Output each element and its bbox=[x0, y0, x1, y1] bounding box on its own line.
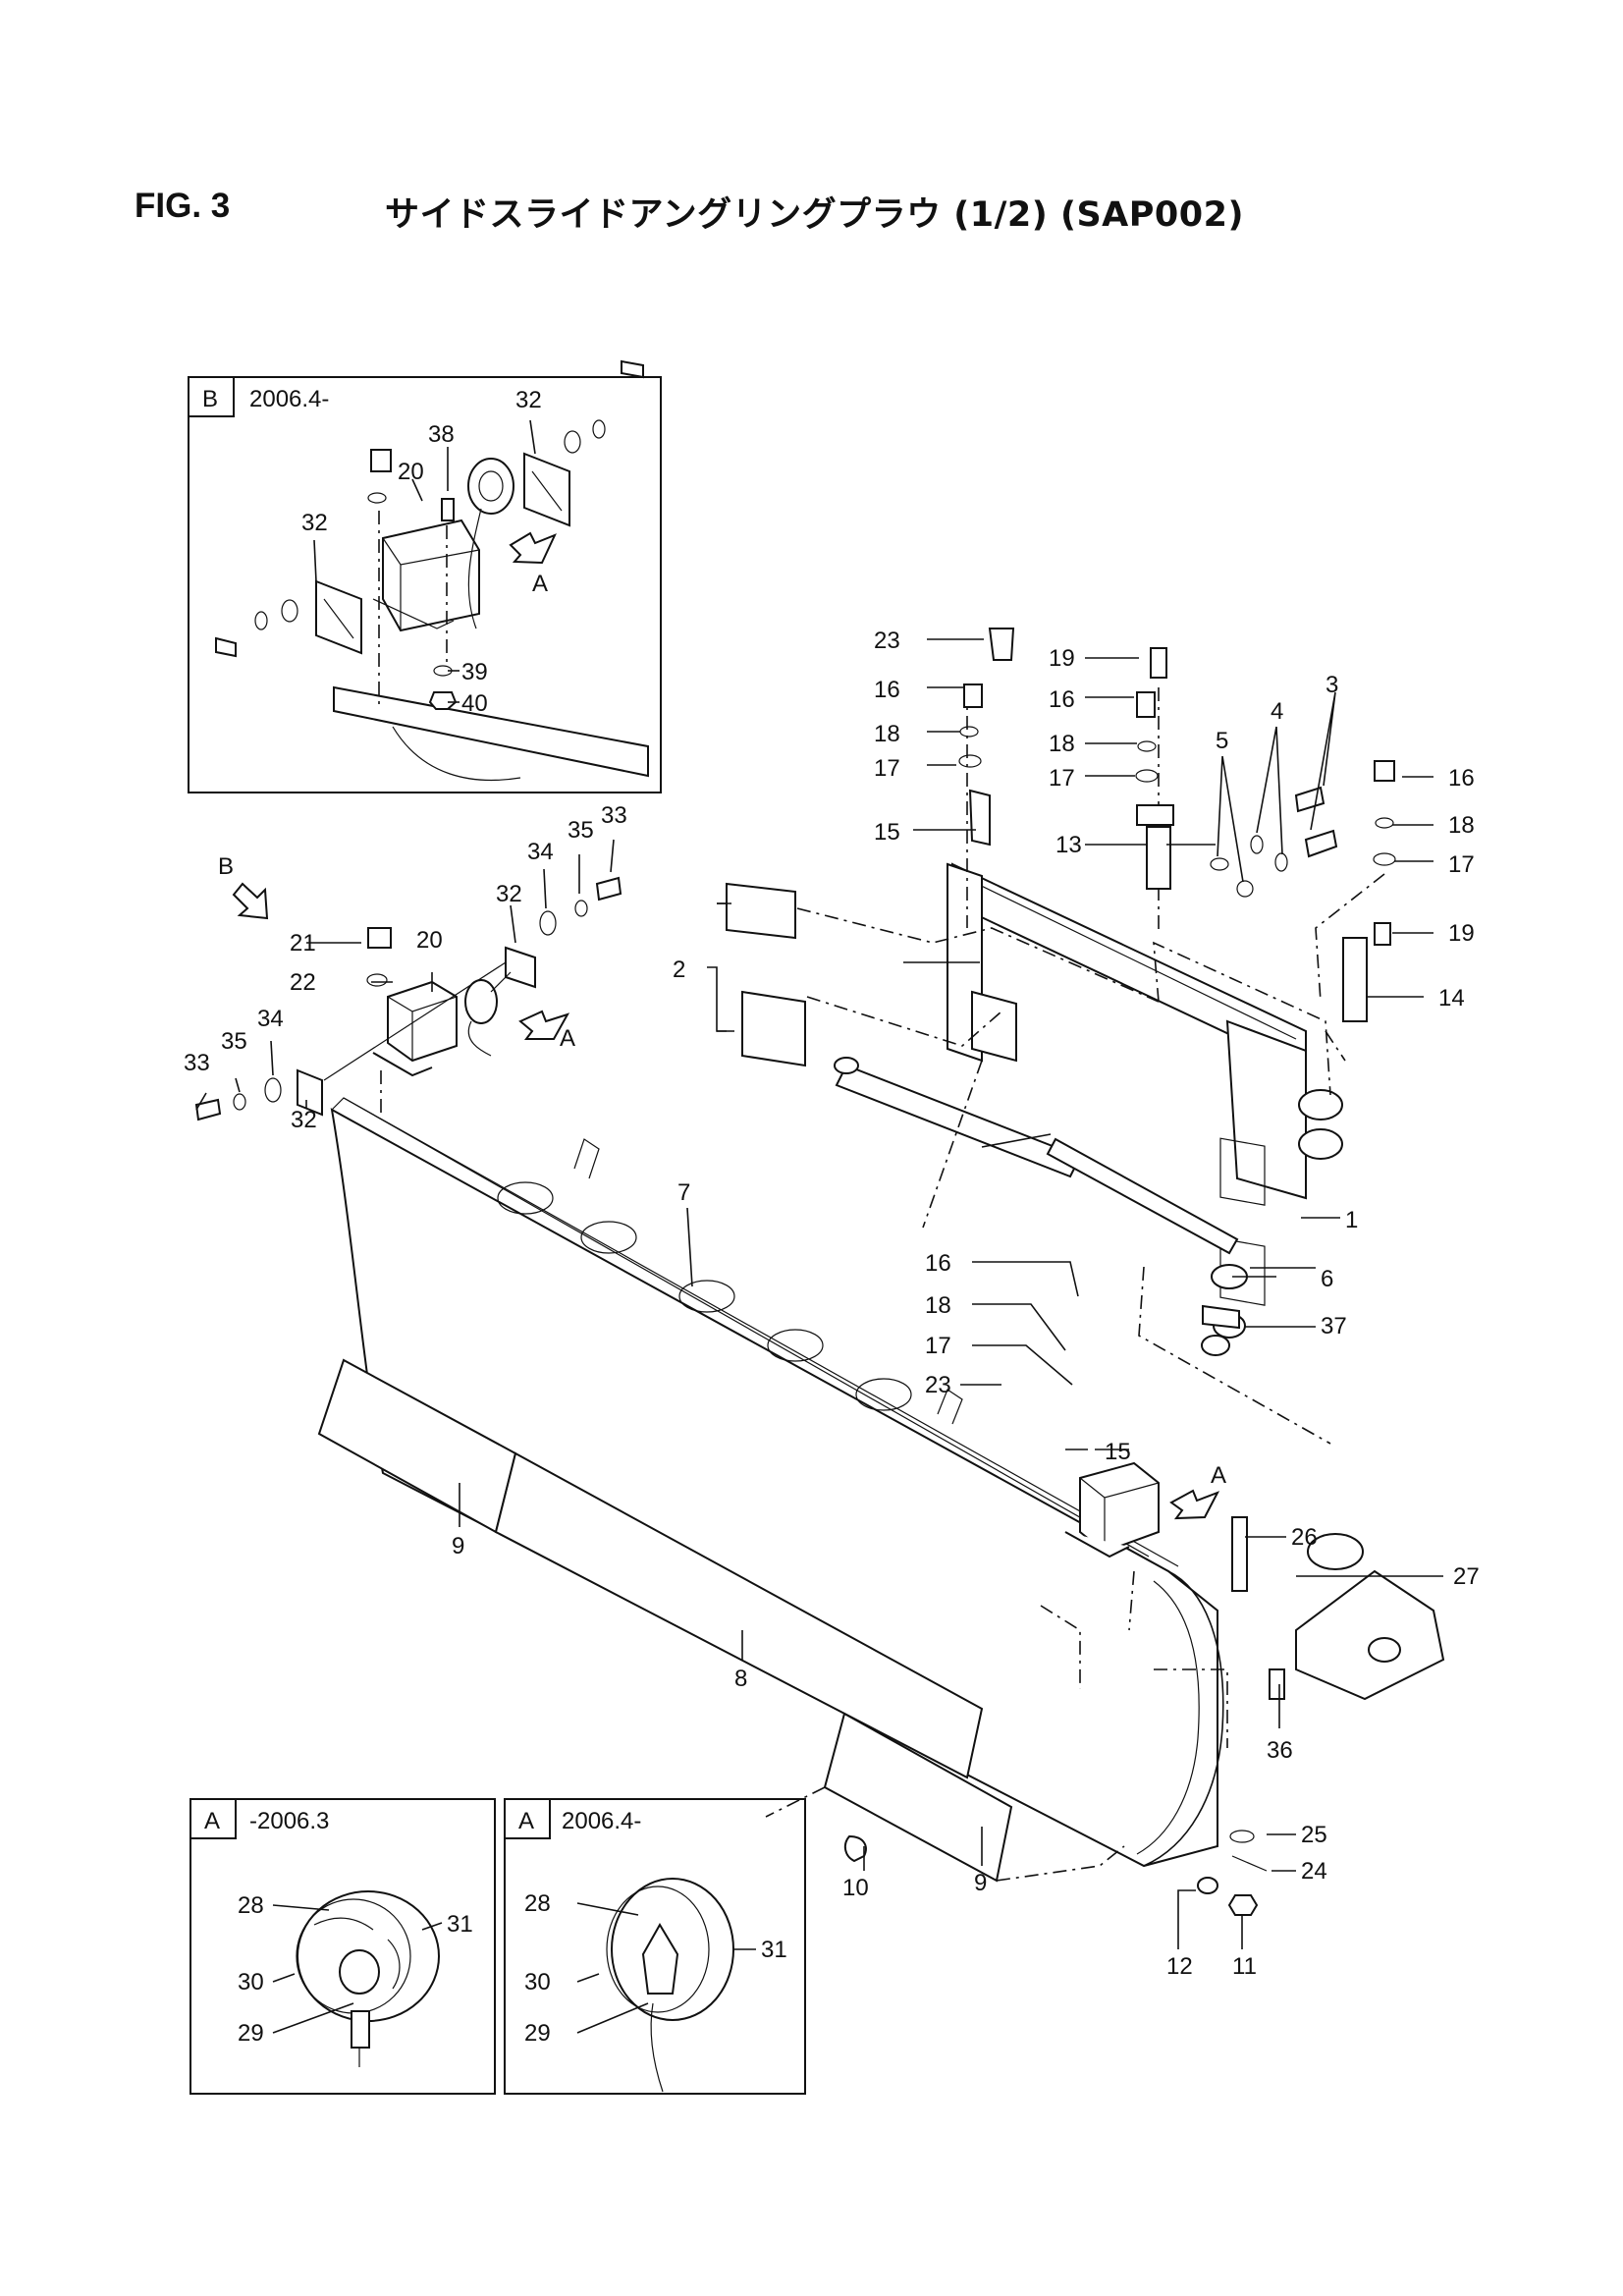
inset-a-old-letter: A bbox=[204, 1808, 220, 1834]
callout-28: 28 bbox=[524, 1890, 551, 1917]
inset-b-period: 2006.4- bbox=[249, 386, 329, 412]
inset-a-old-period: -2006.3 bbox=[249, 1808, 329, 1834]
inset-b-callout-39: 39 bbox=[461, 659, 488, 685]
callout-leaders bbox=[195, 638, 1443, 2034]
callout-12: 12 bbox=[1166, 1953, 1193, 1980]
callout-19: 19 bbox=[1049, 645, 1075, 672]
callout-9: 9 bbox=[452, 1533, 464, 1559]
callout-32: 32 bbox=[496, 881, 522, 907]
callout-21: 21 bbox=[290, 930, 316, 957]
callout-9: 9 bbox=[974, 1870, 987, 1896]
hinge-bracket bbox=[843, 1516, 1445, 1916]
callout-28: 28 bbox=[238, 1892, 264, 1919]
callout-15: 15 bbox=[874, 819, 900, 846]
callout-10: 10 bbox=[842, 1875, 869, 1901]
callout-16: 16 bbox=[925, 1250, 951, 1277]
callout-18: 18 bbox=[925, 1292, 951, 1319]
callout-13: 13 bbox=[1055, 832, 1082, 858]
callout-37: 37 bbox=[1321, 1313, 1347, 1339]
callout-17: 17 bbox=[1448, 851, 1475, 878]
figure-title: サイドスライドアングリングプラウ (1/2) (SAP002) bbox=[385, 195, 1244, 235]
inset-b-callout-32: 32 bbox=[301, 510, 328, 536]
callout-24: 24 bbox=[1301, 1858, 1327, 1885]
plow-blade bbox=[194, 876, 1224, 1868]
inset-b-panel: B 2006.4- bbox=[188, 359, 662, 793]
callout-6: 6 bbox=[1321, 1266, 1333, 1292]
callout-5: 5 bbox=[1216, 728, 1228, 754]
inset-b-callout-32: 32 bbox=[515, 387, 542, 413]
callout-16: 16 bbox=[1448, 765, 1475, 792]
callout-20: 20 bbox=[416, 927, 443, 954]
callout-27: 27 bbox=[1453, 1563, 1480, 1590]
view-arrow-b-label: B bbox=[218, 853, 234, 880]
callout-17: 17 bbox=[874, 755, 900, 782]
callout-18: 18 bbox=[1448, 812, 1475, 839]
callout-1: 1 bbox=[1345, 1207, 1358, 1233]
callout-26: 26 bbox=[1291, 1524, 1318, 1551]
callout-30: 30 bbox=[524, 1969, 551, 1995]
inset-a-new-letter: A bbox=[518, 1808, 534, 1834]
inset-b-view-a: A bbox=[532, 571, 548, 597]
callout-18: 18 bbox=[874, 721, 900, 747]
callout-19: 19 bbox=[1448, 920, 1475, 947]
callout-14: 14 bbox=[1438, 985, 1465, 1011]
figure-number: FIG. 3 bbox=[135, 187, 231, 225]
callout-3: 3 bbox=[1325, 672, 1338, 698]
callout-34: 34 bbox=[527, 839, 554, 865]
callout-22: 22 bbox=[290, 969, 316, 996]
callout-35: 35 bbox=[221, 1028, 247, 1055]
callout-29: 29 bbox=[238, 2020, 264, 2047]
callout-15: 15 bbox=[1105, 1439, 1131, 1465]
callout-33: 33 bbox=[184, 1050, 210, 1076]
callout-33: 33 bbox=[601, 802, 627, 829]
callout-17: 17 bbox=[925, 1333, 951, 1359]
callout-31: 31 bbox=[447, 1911, 473, 1938]
inset-b-callout-40: 40 bbox=[461, 690, 488, 717]
swing-frame-assembly bbox=[726, 628, 1396, 1445]
inset-b-callout-20: 20 bbox=[398, 459, 424, 485]
callout-36: 36 bbox=[1267, 1737, 1293, 1764]
callout-23: 23 bbox=[925, 1372, 951, 1398]
callout-17: 17 bbox=[1049, 765, 1075, 792]
callout-16: 16 bbox=[874, 677, 900, 703]
view-arrow-a-label: A bbox=[560, 1025, 575, 1052]
callout-23: 23 bbox=[874, 628, 900, 654]
callout-25: 25 bbox=[1301, 1822, 1327, 1848]
inset-a-old-panel: A -2006.3 bbox=[189, 1798, 496, 2095]
callout-2: 2 bbox=[673, 957, 685, 983]
cutting-edges bbox=[317, 1358, 1125, 1883]
callout-numbers: 1 2 3 4 5 6 7 8 9 9 10 11 12 13 14 15 15… bbox=[184, 628, 1480, 2047]
callout-7: 7 bbox=[677, 1179, 690, 1206]
inset-a-new-panel: A 2006.4- bbox=[504, 1798, 806, 2095]
view-arrow-a-label: A bbox=[1211, 1462, 1226, 1489]
callout-8: 8 bbox=[734, 1666, 747, 1692]
callout-31: 31 bbox=[761, 1937, 787, 1963]
inset-b-callout-38: 38 bbox=[428, 421, 455, 448]
callout-18: 18 bbox=[1049, 731, 1075, 757]
callout-32: 32 bbox=[291, 1107, 317, 1133]
callout-16: 16 bbox=[1049, 686, 1075, 713]
callout-4: 4 bbox=[1271, 698, 1283, 725]
callout-29: 29 bbox=[524, 2020, 551, 2047]
callout-30: 30 bbox=[238, 1969, 264, 1995]
inset-a-new-period: 2006.4- bbox=[562, 1808, 641, 1834]
inset-b-letter: B bbox=[202, 386, 218, 412]
callout-34: 34 bbox=[257, 1006, 284, 1032]
callout-35: 35 bbox=[568, 817, 594, 844]
callout-11: 11 bbox=[1232, 1953, 1257, 1980]
